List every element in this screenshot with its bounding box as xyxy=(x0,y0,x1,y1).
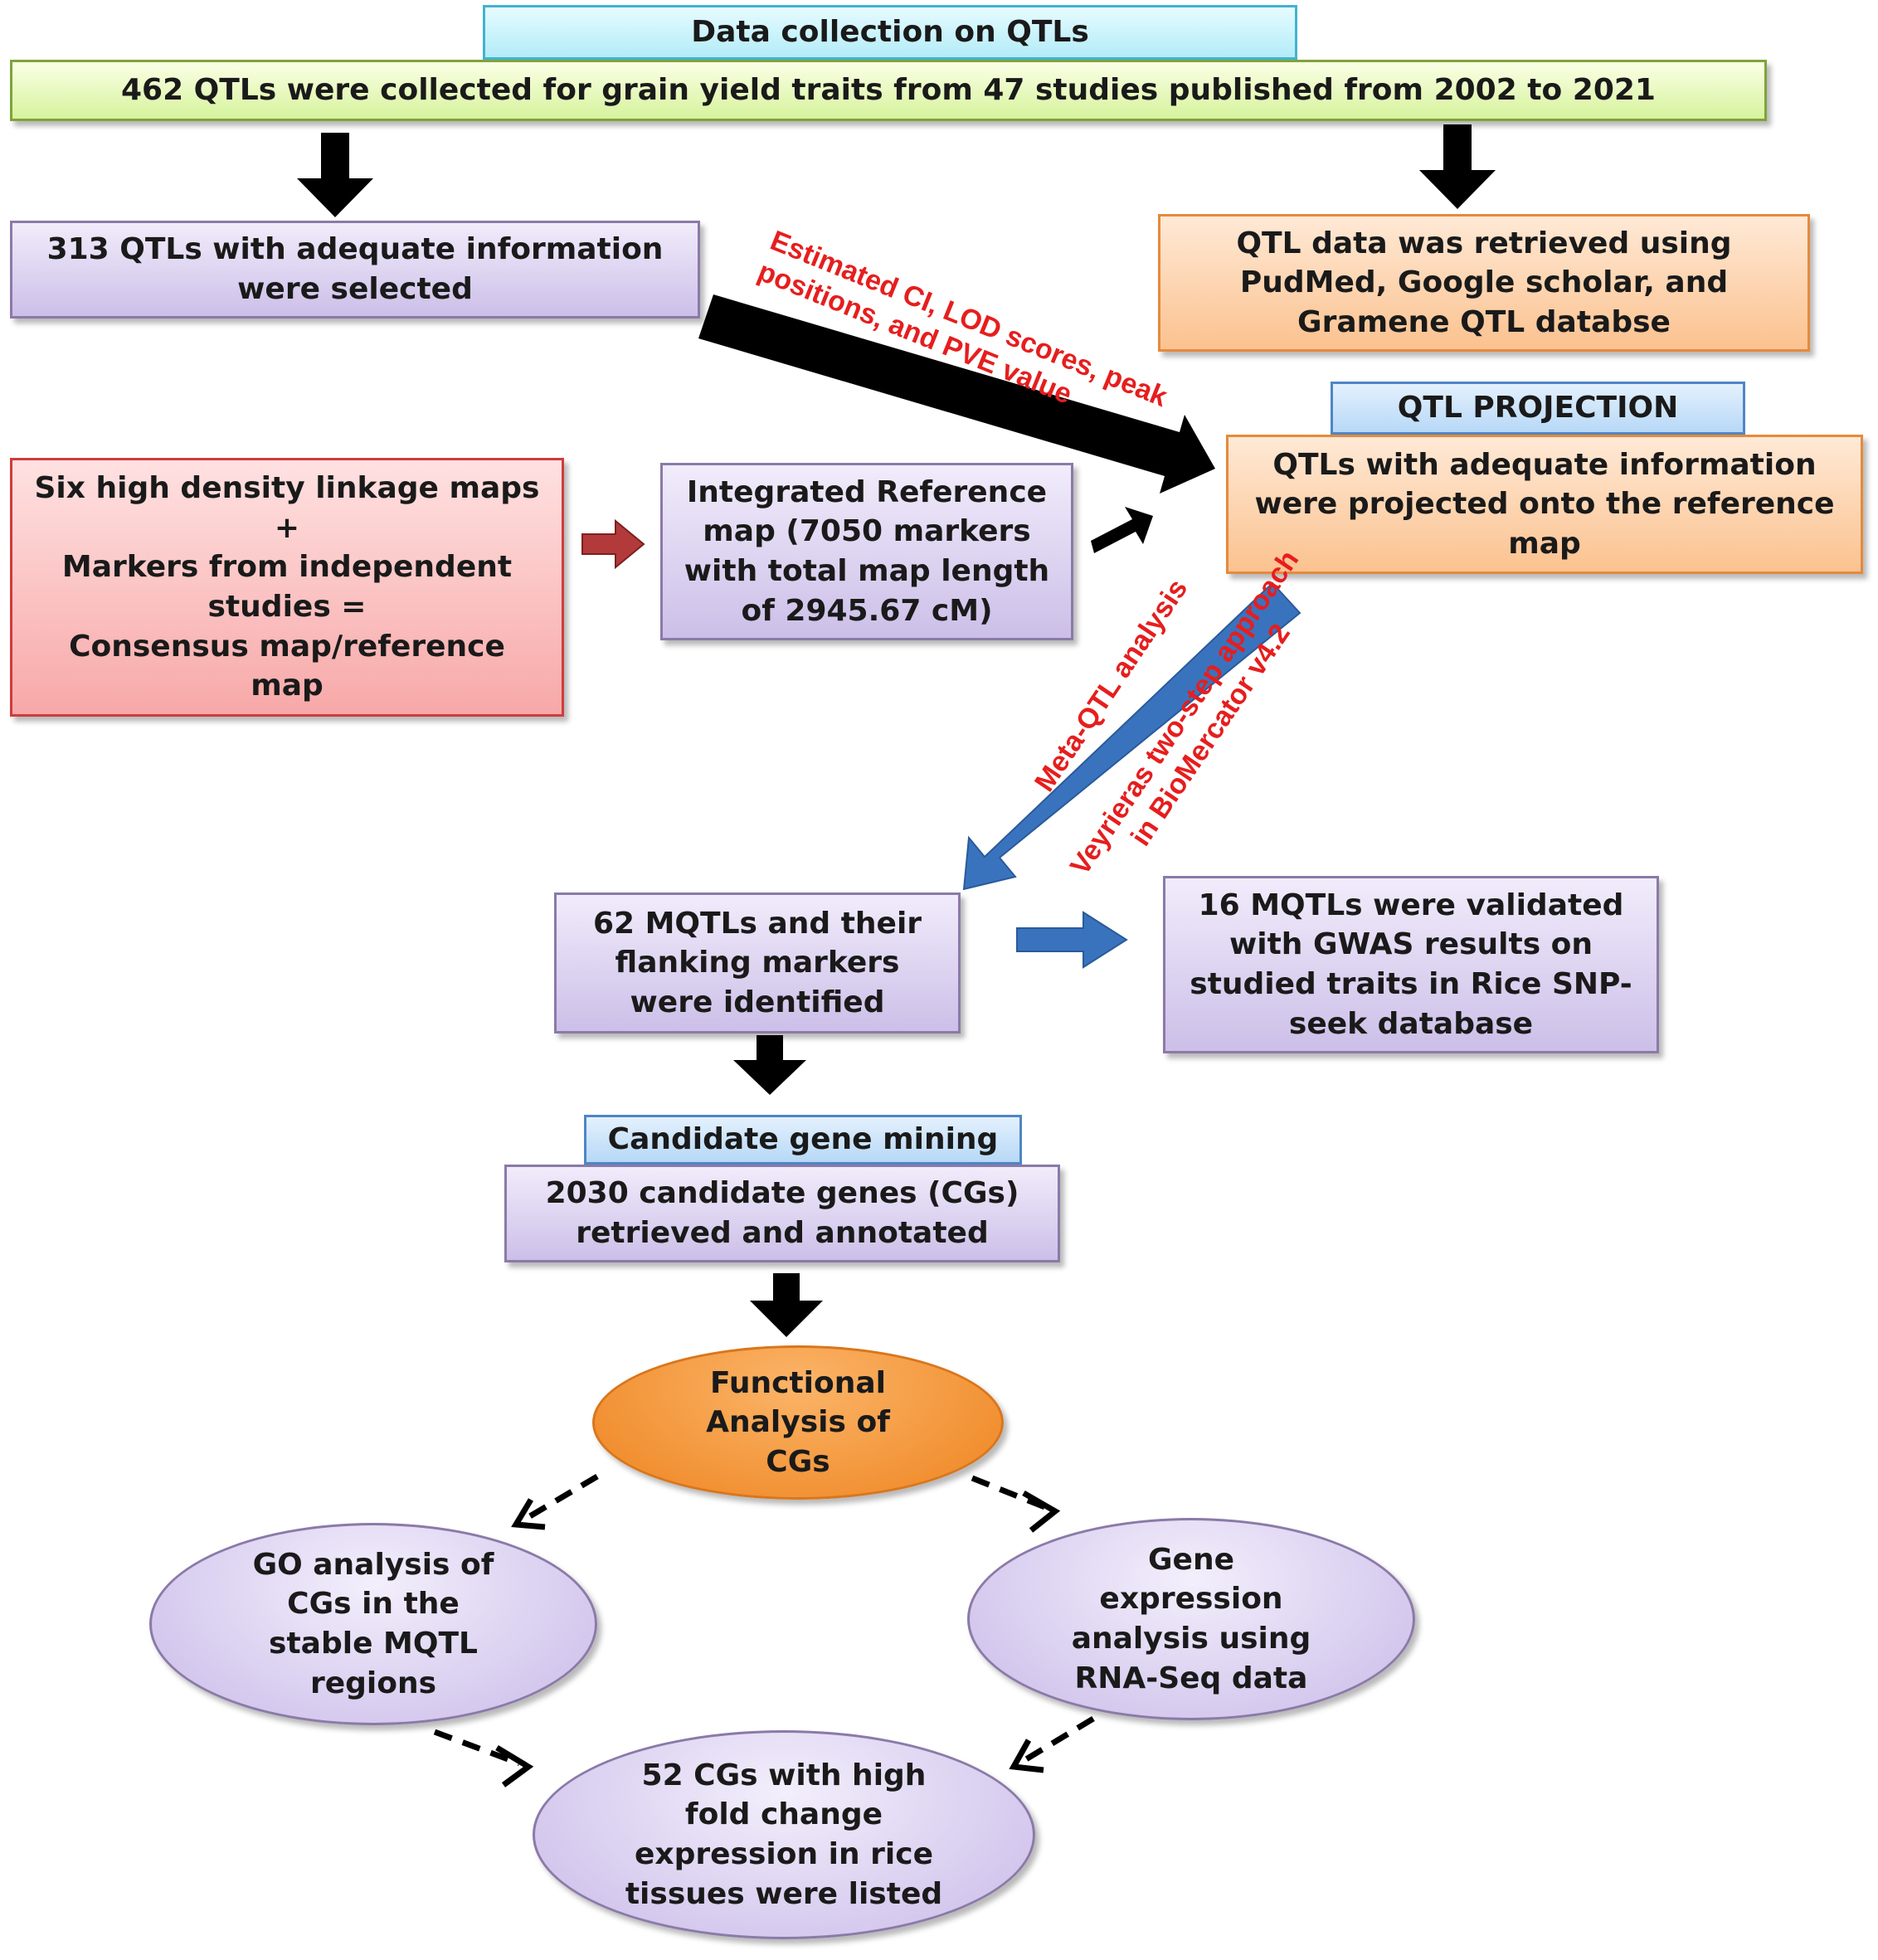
arrow-down-to-selected xyxy=(297,133,373,217)
mqtl-identified-text: 62 MQTLs and their flanking markers were… xyxy=(592,906,922,1019)
gene-expression-text: Gene expression analysis using RNA-Seq d… xyxy=(1071,1542,1311,1695)
data-retrieval-box: QTL data was retrieved using PudMed, Goo… xyxy=(1158,214,1810,352)
functional-analysis-ellipse: Functional Analysis of CGs xyxy=(592,1345,1004,1500)
dashed-arrow-to-expression xyxy=(971,1475,1061,1533)
reference-map-box: Integrated Reference map (7050 markers w… xyxy=(660,463,1073,640)
gene-expression-ellipse: Gene expression analysis using RNA-Seq d… xyxy=(967,1518,1415,1720)
qtl-projection-text: QTLs with adequate information were proj… xyxy=(1254,447,1835,561)
result-ellipse: 52 CGs with high fold change expression … xyxy=(533,1730,1035,1939)
candidate-gene-mining-header: Candidate gene mining xyxy=(584,1115,1022,1165)
arrow-to-validation xyxy=(1016,911,1128,969)
consensus-map-text: Six high density linkage maps + Markers … xyxy=(34,471,540,703)
result-text: 52 CGs with high fold change expression … xyxy=(625,1758,943,1911)
qtl-collection-box: 462 QTLs were collected for grain yield … xyxy=(10,60,1767,121)
candidate-gene-mining-title: Candidate gene mining xyxy=(607,1122,999,1157)
dashed-arrow-go-to-result xyxy=(433,1729,534,1787)
arrow-down-to-retrieval xyxy=(1419,124,1496,209)
candidate-genes-box: 2030 candidate genes (CGs) retrieved and… xyxy=(504,1165,1060,1262)
arrow-diagonal-to-projection xyxy=(698,294,1215,494)
arrow-meta-analysis xyxy=(962,581,1301,891)
gwas-validation-box: 16 MQTLs were validated with GWAS result… xyxy=(1163,876,1659,1053)
qtl-projection-title: QTL PROJECTION xyxy=(1397,391,1679,426)
functional-analysis-text: Functional Analysis of CGs xyxy=(706,1365,890,1479)
selected-qtls-box: 313 QTLs with adequate information were … xyxy=(10,221,700,319)
gwas-validation-text: 16 MQTLs were validated with GWAS result… xyxy=(1190,888,1632,1041)
dashed-arrow-expression-to-result xyxy=(1009,1716,1095,1773)
qtl-projection-box: QTLs with adequate information were proj… xyxy=(1226,435,1863,574)
selected-qtls-text: 313 QTLs with adequate information were … xyxy=(46,232,664,306)
arrow-down-to-functional xyxy=(750,1273,823,1337)
qtl-projection-header: QTL PROJECTION xyxy=(1331,382,1745,435)
consensus-map-box: Six high density linkage maps + Markers … xyxy=(10,458,564,717)
data-retrieval-text: QTL data was retrieved using PudMed, Goo… xyxy=(1236,226,1732,339)
reference-map-text: Integrated Reference map (7050 markers w… xyxy=(684,474,1050,628)
dashed-arrow-to-go xyxy=(511,1473,599,1530)
arrow-reference-to-projection xyxy=(1091,507,1153,553)
data-collection-header: Data collection on QTLs xyxy=(483,5,1297,60)
mqtl-identified-box: 62 MQTLs and their flanking markers were… xyxy=(554,892,961,1033)
go-analysis-ellipse: GO analysis of CGs in the stable MQTL re… xyxy=(149,1523,597,1725)
arrow-down-to-mining xyxy=(733,1035,806,1095)
qtl-collection-text: 462 QTLs were collected for grain yield … xyxy=(121,73,1656,108)
data-collection-title: Data collection on QTLs xyxy=(691,15,1089,50)
arrow-consensus-to-reference xyxy=(581,518,645,570)
candidate-genes-text: 2030 candidate genes (CGs) retrieved and… xyxy=(545,1176,1019,1250)
go-analysis-text: GO analysis of CGs in the stable MQTL re… xyxy=(252,1547,494,1700)
